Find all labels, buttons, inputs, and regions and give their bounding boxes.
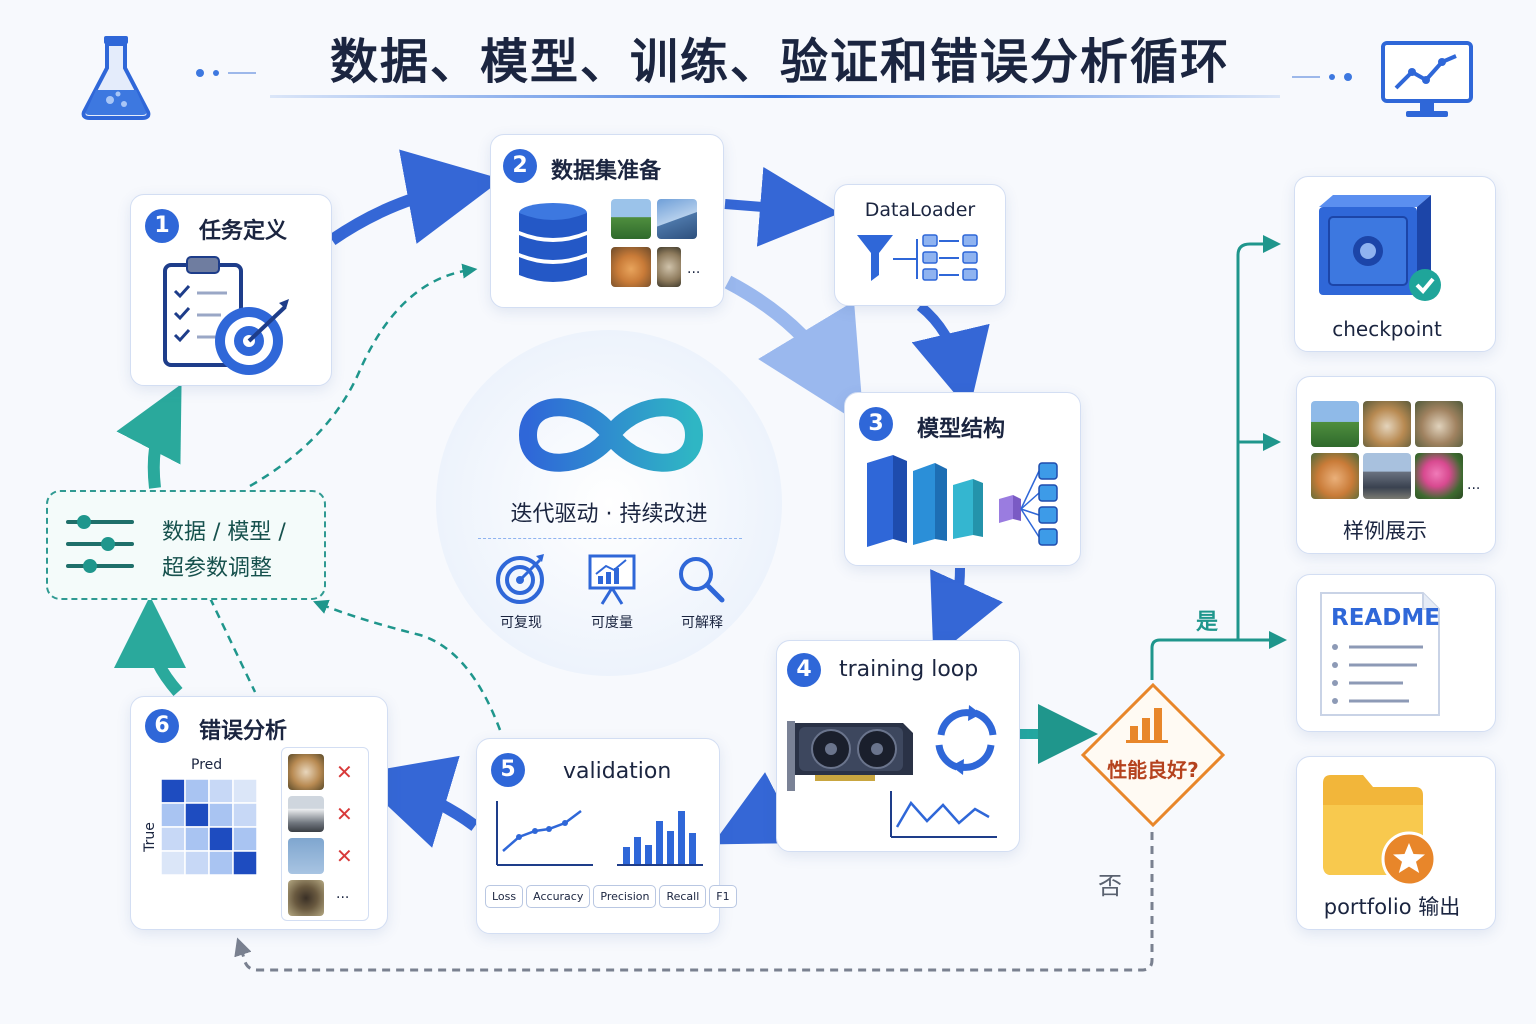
- title-dots-right: [1292, 72, 1354, 82]
- error-mark-3: ✕: [336, 844, 353, 868]
- error-sample-bird: [288, 880, 324, 916]
- step-2-title: 数据集准备: [551, 159, 662, 184]
- gallery-dog: [1363, 401, 1411, 447]
- database-icon: [519, 203, 587, 282]
- output-checkpoint-card[interactable]: checkpoint: [1294, 176, 1496, 352]
- gallery-flower: [1415, 453, 1463, 499]
- sample-image-dog: [611, 247, 651, 287]
- gallery-ellipsis: ...: [1467, 477, 1481, 493]
- step-3-card[interactable]: 3 模型结构: [844, 392, 1081, 566]
- dataloader-title: DataLoader: [864, 199, 976, 221]
- decision-yes-label: 是: [1196, 610, 1219, 635]
- step-1-number: 1: [145, 209, 179, 243]
- step-2-card[interactable]: 2 数据集准备 ...: [490, 134, 724, 308]
- center-slogan: 迭代驱动 · 持续改进: [510, 502, 708, 527]
- tuning-label-line2: 超参数调整: [162, 556, 273, 581]
- step-4-number: 4: [787, 653, 821, 687]
- dataloader-card[interactable]: DataLoader: [834, 184, 1006, 306]
- output-portfolio-label: portfolio 输出: [1323, 895, 1461, 919]
- step-1-title: 任务定义: [199, 219, 288, 244]
- decision-node[interactable]: 性能良好?: [1080, 682, 1226, 828]
- error-sample-plane: [288, 838, 324, 874]
- gallery-cat: [1415, 401, 1463, 447]
- cycle-arrows-icon: [935, 705, 997, 775]
- output-samples-card[interactable]: ... 样例展示: [1296, 376, 1496, 554]
- center-icon-label-reproducible: 可复现: [500, 615, 542, 631]
- accuracy-line-chart: [496, 801, 593, 866]
- center-divider: [478, 538, 742, 539]
- sample-image-mountain: [657, 199, 697, 239]
- step-3-title: 模型结构: [917, 417, 1006, 442]
- training-curve-icon: [890, 791, 997, 838]
- output-checkpoint-label: checkpoint: [1332, 317, 1442, 341]
- output-readme-card[interactable]: README: [1296, 574, 1496, 732]
- metric-chip-loss: Loss: [485, 885, 524, 908]
- step-6-card[interactable]: 6 错误分析 Pred True ✕ ✕ ✕ ...: [130, 696, 388, 930]
- page-title: 数据、模型、训练、验证和错误分析循环: [329, 34, 1230, 90]
- error-samples-panel: ✕ ✕ ✕ ...: [281, 747, 369, 921]
- output-portfolio-card[interactable]: portfolio 输出: [1296, 756, 1496, 930]
- error-sample-dog: [288, 754, 324, 790]
- funnel-batches-icon: [857, 234, 978, 281]
- target-icon: [496, 554, 544, 604]
- folder-star-icon: [1323, 775, 1437, 887]
- document-icon: [1320, 592, 1440, 716]
- readme-title: README: [1331, 605, 1440, 631]
- title-underline: [270, 95, 1280, 98]
- decision-diamond: [1080, 682, 1226, 828]
- step-5-number: 5: [491, 753, 525, 787]
- confusion-true-label: True: [141, 822, 158, 852]
- neural-network-icon: [867, 455, 1058, 547]
- metric-chip-accuracy: Accuracy: [526, 885, 591, 908]
- confusion-matrix: [160, 778, 258, 876]
- error-samples-ellipsis: ...: [336, 886, 350, 902]
- gpu-icon: [787, 721, 913, 791]
- clipboard-target-icon: [163, 256, 289, 375]
- decision-question: 性能良好?: [1107, 758, 1199, 782]
- step-6-number: 6: [145, 709, 179, 743]
- tuning-label-line1: 数据 / 模型 /: [162, 520, 286, 545]
- step-5-title: validation: [563, 759, 672, 784]
- step-2-number: 2: [503, 149, 537, 183]
- sample-image-cat: [657, 247, 681, 287]
- sample-image-landscape: [611, 199, 651, 239]
- tuning-card[interactable]: 数据 / 模型 / 超参数调整: [46, 490, 326, 600]
- title-dots-left: [196, 68, 258, 78]
- step-1-card[interactable]: 1 任务定义: [130, 194, 332, 386]
- center-icon-label-explainable: 可解释: [681, 615, 723, 631]
- step-3-number: 3: [859, 407, 893, 441]
- infinity-icon: [518, 398, 704, 472]
- metric-chip-f1: F1: [709, 885, 737, 908]
- sliders-icon: [66, 515, 134, 573]
- step-6-title: 错误分析: [199, 719, 288, 744]
- magnifier-icon: [679, 557, 725, 603]
- metric-chip-recall: Recall: [659, 885, 707, 908]
- samples-ellipsis: ...: [687, 261, 701, 277]
- metrics-bar-chart: [617, 811, 703, 866]
- monitor-chart-icon: [1381, 41, 1473, 117]
- metric-chip-precision: Precision: [593, 885, 657, 908]
- step-4-card[interactable]: 4 training loop: [776, 640, 1020, 852]
- decision-no-label: 否: [1098, 872, 1122, 900]
- gallery-landscape: [1311, 401, 1359, 447]
- flask-icon: [81, 36, 151, 120]
- center-badge: 迭代驱动 · 持续改进 可复现 可度量 可解释: [436, 330, 782, 676]
- center-icon-label-measurable: 可度量: [591, 615, 633, 631]
- chart-board-icon: [588, 554, 636, 605]
- output-samples-label: 样例展示: [1343, 519, 1427, 543]
- gallery-car: [1363, 453, 1411, 499]
- safe-icon: [1319, 195, 1441, 301]
- confusion-pred-label: Pred: [191, 757, 223, 773]
- error-mark-1: ✕: [336, 760, 353, 784]
- error-mark-2: ✕: [336, 802, 353, 826]
- error-sample-car: [288, 796, 324, 832]
- step-4-title: training loop: [839, 657, 979, 682]
- gallery-shiba: [1311, 453, 1359, 499]
